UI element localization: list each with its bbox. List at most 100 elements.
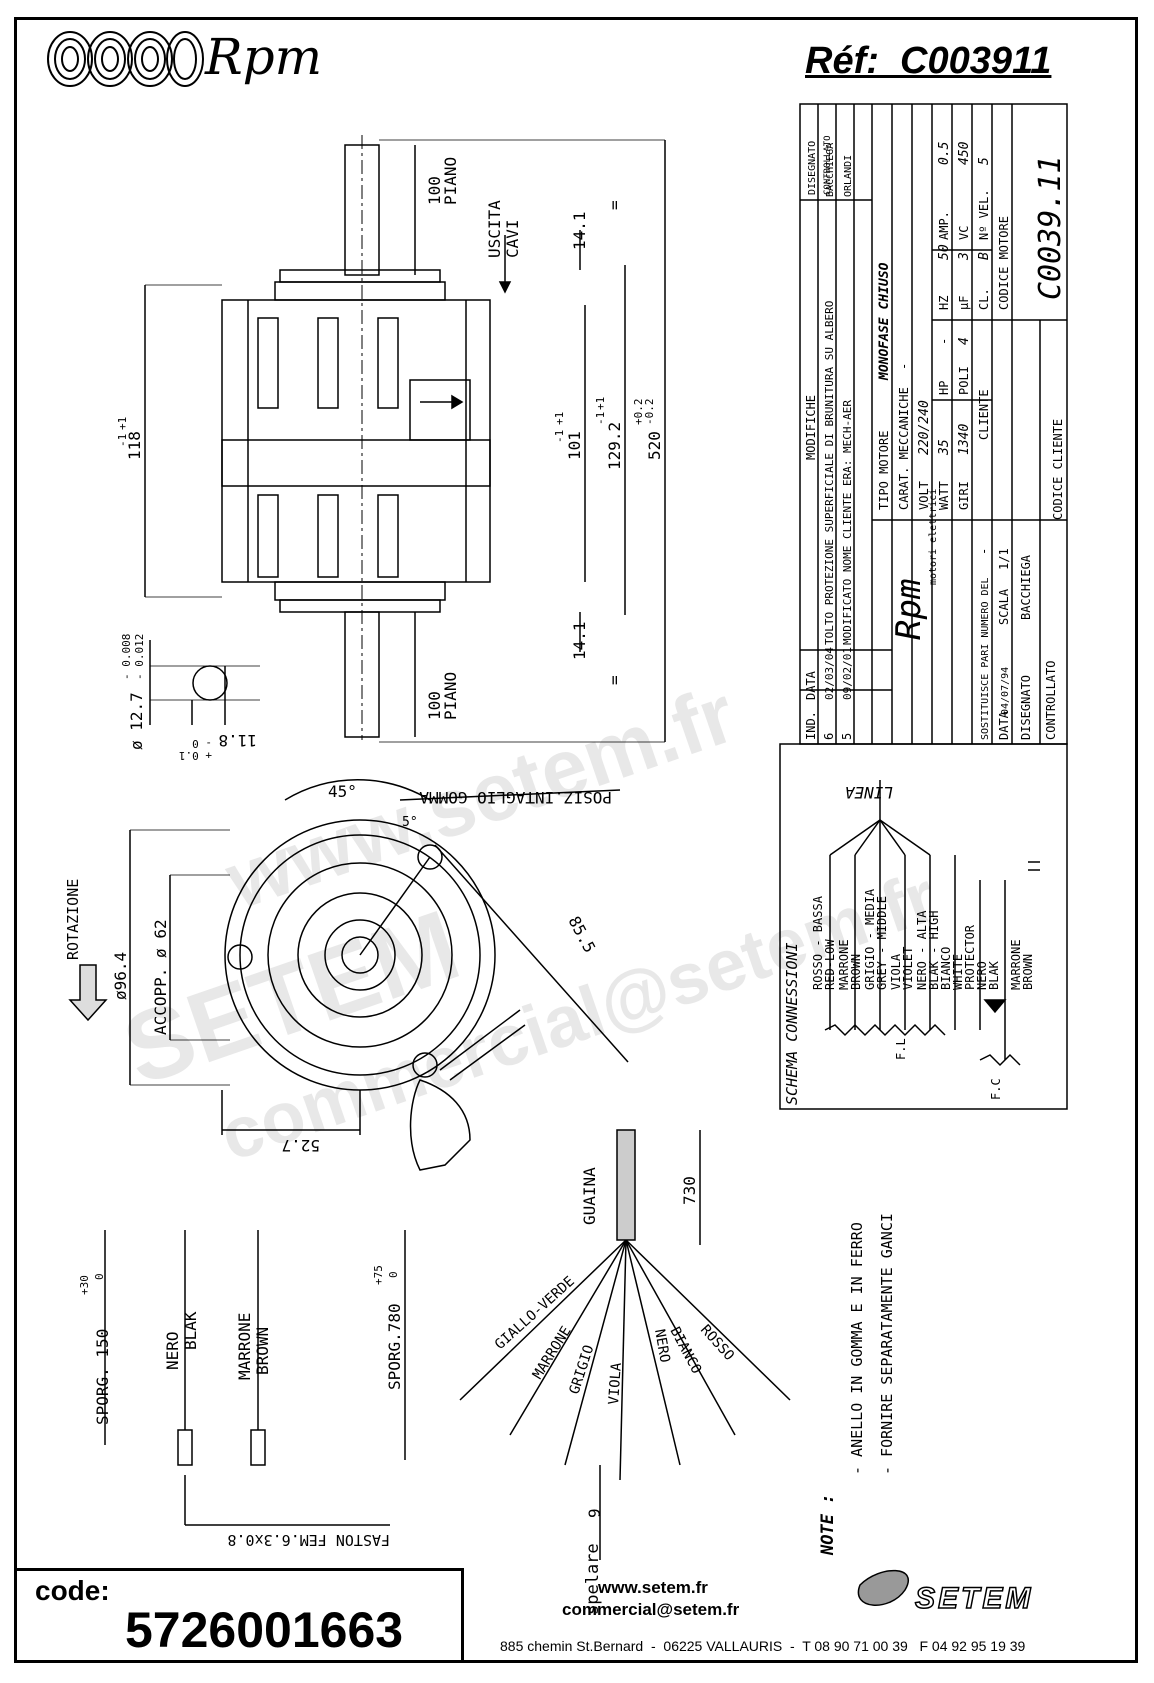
dim-520-tol-low: -0.2 <box>643 399 656 426</box>
spec-vc-value: 450 <box>957 141 972 165</box>
shaft-bottom <box>344 611 380 738</box>
label-flat: 11.8 <box>218 731 257 750</box>
spec-hp-label: HP <box>937 381 951 395</box>
label-sporg-150: SPORG. 150 <box>93 1329 112 1425</box>
dim-14-bottom: 14.1 <box>570 621 589 660</box>
label-posiz: POSIZ.INTAGLIO GOMMA <box>419 788 612 807</box>
carat-meccaniche-label: CARAT. MECCANICHE <box>897 387 911 510</box>
cliente-label: CLIENTE <box>977 389 991 440</box>
rev-5-drawn: ORLANDI <box>843 155 854 197</box>
label-accopp: ACCOPP. ø 62 <box>151 919 170 1035</box>
wire-grigio: GRIGIO <box>567 1343 598 1396</box>
schema-entry-8: NERO - ALTA <box>915 910 929 990</box>
dim-118-tol-low: -1 <box>116 434 129 447</box>
label-angle-45: 45° <box>328 782 357 801</box>
schema-entry-13: NERO <box>975 961 989 990</box>
label-piano-top: PIANO <box>441 157 460 205</box>
title-brand-sub: motori elettrici <box>928 489 939 585</box>
reference-number: Réf: C003911 <box>805 40 1052 82</box>
rpm-logo <box>45 28 205 95</box>
dim-100-bottom: 100 <box>425 691 444 720</box>
label-sporg-150-tol-low: 0 <box>93 1273 106 1280</box>
schema-entry-4: GRIGIO - MEDIA <box>863 888 877 990</box>
label-spelare: spelare <box>583 1543 603 1615</box>
label-dia-964: ø96.4 <box>111 952 130 1000</box>
codice-motore-label: CODICE MOTORE <box>997 216 1011 310</box>
label-guaina: GUAINA <box>580 1167 599 1225</box>
spec-vel-label: Nº VEL. <box>977 189 991 240</box>
tipo-motore-value: MONOFASE CHIUSO <box>877 262 892 381</box>
spec-giri-label: GIRI <box>957 481 971 510</box>
schema-linea: LINEA <box>845 783 893 802</box>
dim-eq-top: = <box>605 200 624 210</box>
label-uscita: USCITA <box>485 200 504 258</box>
scala-label: SCALA <box>997 588 1011 625</box>
dim-520-tol-up: +0.2 <box>632 399 645 426</box>
spec-giri-value: 1340 <box>957 424 972 455</box>
setem-logo: SETEM <box>914 1581 1034 1616</box>
dim-101-tol-low: -1 <box>553 430 566 443</box>
wire-loose-2-it: MARRONE <box>235 1313 254 1380</box>
website-link[interactable]: www.setem.fr <box>598 1578 708 1597</box>
spec-cl-value: B <box>977 252 992 260</box>
carat-meccaniche-value: - <box>897 363 911 370</box>
rev-header-n: IND. <box>804 711 818 740</box>
dim-129-tol-up: +1 <box>594 397 607 410</box>
tipo-motore-label: TIPO MOTORE <box>877 431 891 510</box>
dim-118-tol-up: +1 <box>116 417 129 430</box>
schema-fl: F.L <box>894 1038 908 1060</box>
motor-body <box>221 299 491 583</box>
spec-volt-label: VOLT <box>917 481 931 510</box>
rev-5-n: 5 <box>840 733 854 740</box>
email-link[interactable]: commercial@setem.fr <box>562 1600 740 1619</box>
disegnato-label: DISEGNATO <box>1019 675 1033 740</box>
wire-nero: NERO <box>651 1328 673 1364</box>
spec-watt-label: WATT <box>937 481 951 510</box>
spec-uf-value: 3 <box>957 252 972 261</box>
label-shaft-tol-up: - 0.008 <box>120 634 133 680</box>
codice-motore-value: C0039.11 <box>1033 156 1068 301</box>
dim-85: 85.5 <box>564 913 599 956</box>
sostituisce-value: - <box>977 548 991 555</box>
spec-amp-value: 0.5 <box>937 141 952 165</box>
dim-101-tol-up: +1 <box>553 412 566 425</box>
label-sporg-150-tol-up: +30 <box>78 1275 91 1295</box>
wire-viola: VIOLA <box>606 1362 625 1406</box>
data-value: 04/07/94 <box>1000 667 1011 715</box>
dim-52: 52.7 <box>281 1136 320 1155</box>
dim-118: 118 <box>125 431 144 460</box>
schema-entry-16: BROWN <box>1021 954 1035 990</box>
schema-entry-14: BLAK <box>987 960 1001 990</box>
rev-6-drawn: BACCHIEGA <box>825 143 836 197</box>
spec-poli-label: POLI <box>957 366 971 395</box>
codice-cliente-label: CODICE CLIENTE <box>1051 419 1065 520</box>
label-sporg-780-tol-up: +75 <box>372 1265 385 1285</box>
rev-6-n: 6 <box>822 733 836 740</box>
brand-name: Rpm <box>205 28 323 86</box>
wire-loose-1-it: NERO <box>163 1331 182 1370</box>
notes-item-1: - ANELLO IN GOMMA E IN FERRO <box>848 1222 866 1475</box>
spec-watt-value: 35 <box>937 439 952 456</box>
schema-entry-1: RED-LOW <box>823 939 837 990</box>
footer-address: 885 chemin St.Bernard - 06225 VALLAURIS … <box>500 1638 1026 1654</box>
spec-hz-label: HZ <box>937 296 951 310</box>
label-shaft-dia: ø 12.7 <box>127 692 146 750</box>
label-piano-bottom: PIANO <box>441 672 460 720</box>
data-label: DATA <box>997 710 1011 740</box>
label-angle-5: 5° <box>402 815 418 830</box>
rev-header-checked: CONTROLLATO <box>823 135 833 195</box>
spec-uf-label: µF <box>957 296 971 310</box>
spec-poli-value: 4 <box>957 337 972 345</box>
code-value: 5726001663 <box>125 1602 404 1658</box>
schema-title: SCHEMA CONNESSIONI <box>783 942 801 1105</box>
notes-title: NOTE : <box>818 1494 838 1556</box>
dim-129-tol-low: -1 <box>594 412 607 425</box>
code-box: code: 5726001663 <box>14 1568 464 1663</box>
schema-entry-7: VIOLET <box>901 947 915 990</box>
coil-logo-icon <box>47 31 204 87</box>
dim-100-top: 100 <box>425 176 444 205</box>
dim-eq-bottom: = <box>605 675 624 685</box>
controllato-label: CONTROLLATO <box>1044 661 1058 740</box>
spec-vc-label: VC <box>957 226 971 240</box>
